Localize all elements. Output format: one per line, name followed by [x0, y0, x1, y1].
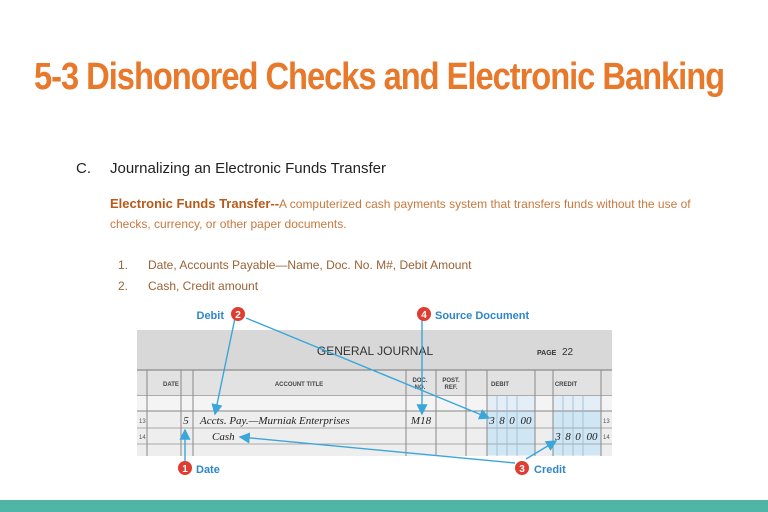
callout-badge — [417, 307, 431, 321]
line-number: 14 — [139, 435, 146, 441]
callout-date: 1 Date — [178, 461, 220, 476]
steps-list: 1. Date, Accounts Payable—Name, Doc. No. … — [118, 258, 471, 300]
line-number-right: 13 — [603, 419, 610, 425]
entry-account-title: Cash — [212, 431, 235, 443]
credit-digit: 0 — [575, 431, 581, 443]
callout-badge — [515, 461, 529, 475]
line-number-right: 14 — [603, 435, 610, 441]
entry-doc-no: M18 — [410, 415, 432, 427]
definition-term: Electronic Funds Transfer-- — [110, 196, 280, 211]
journal-title-band — [137, 330, 612, 370]
debit-account-arrow — [211, 317, 236, 416]
debit-cents: 00 — [521, 415, 533, 427]
step-item: 2. Cash, Credit amount — [118, 279, 471, 300]
callout-credit: 3 Credit — [515, 461, 566, 476]
section-title: Journalizing an Electronic Funds Transfe… — [110, 160, 386, 177]
callout-label: Source Document — [435, 310, 529, 322]
credit-digit: 3 — [554, 431, 561, 443]
callout-number: 2 — [235, 310, 241, 321]
debit-column-top — [487, 396, 535, 411]
step-number: 2. — [118, 279, 129, 293]
debit-digit: 0 — [509, 415, 515, 427]
header-date: DATE — [163, 382, 179, 388]
general-journal: GENERAL JOURNAL PAGE 22 DATE ACCOUNT TIT… — [137, 330, 612, 456]
section-letter: C. — [76, 160, 91, 177]
credit-amount-arrow — [525, 440, 558, 460]
amount-digit-rules — [496, 396, 584, 456]
credit-digit: 8 — [565, 431, 571, 443]
header-post-ref: POST.REF. — [442, 378, 460, 391]
journal-page-label: PAGE — [537, 350, 557, 357]
callout-number: 4 — [421, 310, 427, 321]
journal-spacer-row — [137, 396, 612, 411]
credit-column-top — [553, 396, 601, 411]
callout-label: Date — [196, 464, 220, 476]
definition-text: A computerized cash payments system that… — [110, 197, 691, 231]
credit-account-arrow — [238, 432, 516, 464]
debit-digit: 3 — [488, 415, 495, 427]
callout-badge — [178, 461, 192, 475]
credit-column-highlight — [553, 411, 601, 455]
entry-account-title: Accts. Pay.—Murniak Enterprises — [199, 415, 350, 427]
callout-number: 3 — [519, 464, 525, 475]
callout-label: Credit — [534, 464, 566, 476]
step-number: 1. — [118, 258, 129, 272]
definition: Electronic Funds Transfer--A computerize… — [110, 194, 730, 234]
journal-header-band — [137, 370, 612, 396]
line-number: 13 — [139, 419, 146, 425]
entry-day: 5 — [183, 415, 189, 427]
step-text: Cash, Credit amount — [148, 279, 259, 293]
step-item: 1. Date, Accounts Payable—Name, Doc. No. … — [118, 258, 471, 279]
callout-arrows — [179, 317, 558, 464]
header-credit: CREDIT — [555, 382, 578, 388]
debit-digit: 8 — [499, 415, 505, 427]
journal-title: GENERAL JOURNAL — [317, 344, 434, 358]
callout-label: Debit — [197, 310, 225, 322]
callout-number: 1 — [182, 464, 188, 475]
header-account-title: ACCOUNT TITLE — [275, 382, 323, 388]
credit-cents: 00 — [587, 431, 599, 443]
bottom-accent-bar — [0, 500, 768, 512]
callout-badge — [231, 307, 245, 321]
callout-source-document: 4 Source Document — [417, 307, 529, 322]
step-text: Date, Accounts Payable—Name, Doc. No. M#… — [148, 258, 472, 272]
debit-amount-arrow — [245, 317, 491, 420]
header-debit: DEBIT — [491, 382, 509, 388]
slide-title: 5-3 Dishonored Checks and Electronic Ban… — [34, 56, 725, 98]
callout-debit: Debit 2 — [197, 307, 245, 322]
section-heading: C. Journalizing an Electronic Funds Trans… — [76, 160, 386, 177]
journal-page-number: 22 — [562, 347, 574, 358]
debit-column-highlight — [487, 411, 535, 455]
